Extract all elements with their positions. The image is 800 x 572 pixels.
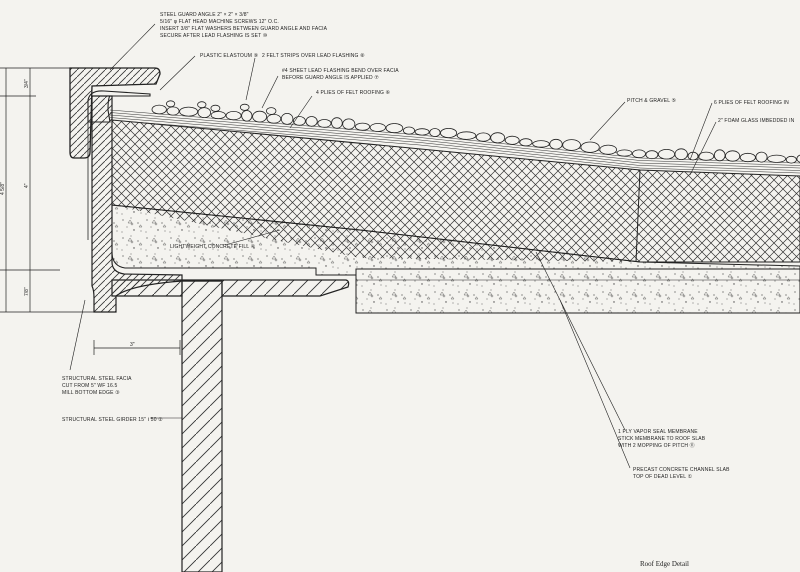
- svg-text:PRECAST CONCRETE CHANNEL SLAB: PRECAST CONCRETE CHANNEL SLAB: [633, 467, 730, 473]
- callout-precast-slab: PRECAST CONCRETE CHANNEL SLAB TOP OF DEA…: [633, 467, 730, 480]
- dim-facia-width: 3": [130, 342, 135, 348]
- leader-lines: [69, 23, 717, 469]
- dimension-lines: [0, 67, 181, 355]
- steel-facia: [91, 95, 183, 313]
- gravel-stone: [317, 119, 332, 128]
- callout-facia: STRUCTURAL STEEL FACIA CUT FROM 5" WF 16…: [62, 376, 132, 396]
- gravel-stone: [767, 154, 786, 163]
- gravel-stone: [197, 101, 207, 109]
- gravel-stone: [252, 110, 268, 123]
- gravel-stone: [241, 110, 253, 122]
- callout-guard-angle: STEEL GUARD ANGLE 2" × 2" × 3/8" 5/16" φ…: [160, 12, 328, 39]
- gravel-stone: [532, 140, 550, 148]
- gravel-stone: [580, 141, 600, 153]
- callout-4-plies-felt: 4 PLIES OF FELT ROOFING ⑥: [316, 90, 391, 96]
- gravel-stone: [549, 138, 563, 150]
- gravel-stone: [456, 131, 477, 140]
- gravel-stone: [402, 126, 415, 135]
- callout-6-plies-felt: 6 PLIES OF FELT ROOFING IN: [714, 100, 789, 106]
- gravel-stone: [796, 154, 800, 163]
- callout-lead-flashing: #4 SHEET LEAD FLASHING BEND OVER FACIA B…: [282, 68, 399, 81]
- gravel-stone: [725, 150, 741, 162]
- gravel-stone: [197, 107, 212, 118]
- gravel-stone: [342, 118, 356, 130]
- gravel-stone: [166, 106, 180, 116]
- steel-girder: [181, 280, 223, 572]
- callout-plastic-elastom: PLASTIC ELASTOUM ⑨: [200, 53, 259, 59]
- svg-text:SECURE AFTER LEAD FLASHING IS: SECURE AFTER LEAD FLASHING IS SET ⑩: [160, 33, 268, 39]
- dim-overall: 4 5/8": [0, 182, 6, 195]
- callout-pitch-gravel: PITCH & GRAVEL ⑤: [627, 98, 676, 104]
- gravel-stone: [504, 135, 520, 145]
- gravel-stone: [674, 148, 688, 161]
- svg-text:MILL BOTTOM EDGE ③: MILL BOTTOM EDGE ③: [62, 390, 120, 396]
- gravel-stone: [166, 100, 176, 108]
- gravel-stone: [599, 144, 617, 155]
- callout-vapor-seal: 1 PLY VAPOR SEAL MEMBRANE STICK MEMBRANE…: [618, 429, 706, 449]
- gravel-stone: [266, 114, 282, 124]
- dim-top: 3/4": [24, 79, 30, 88]
- svg-text:#4 SHEET LEAD FLASHING BEND OV: #4 SHEET LEAD FLASHING BEND OVER FACIA: [282, 68, 399, 74]
- svg-text:1 PLY VAPOR SEAL MEMBRANE: 1 PLY VAPOR SEAL MEMBRANE: [618, 429, 698, 435]
- gravel-stone: [713, 149, 726, 162]
- dim-bottom: 7/8": [24, 287, 30, 296]
- gravel-stone: [755, 151, 768, 163]
- gravel-stone: [210, 111, 226, 120]
- gravel-stone: [562, 139, 581, 151]
- gravel-stone: [429, 128, 441, 137]
- gravel-stone: [385, 123, 404, 134]
- gravel-stone: [490, 132, 506, 144]
- gravel-stone: [210, 104, 221, 112]
- guard-angle: [69, 67, 161, 159]
- gravel-stone: [687, 151, 699, 161]
- gravel-stone: [440, 127, 458, 138]
- svg-text:CUT FROM 5" WF 16.5: CUT FROM 5" WF 16.5: [62, 383, 117, 389]
- callout-foam-glass: 2" FOAM GLASS IMBEDDED IN: [718, 118, 795, 124]
- gravel-stone: [151, 104, 167, 115]
- svg-text:STICK MEMBRANE TO ROOF SLAB: STICK MEMBRANE TO ROOF SLAB: [618, 436, 706, 442]
- callout-girder: STRUCTURAL STEEL GIRDER 15" Ⅰ 50 ②: [62, 417, 163, 423]
- callout-felt-strips: 2 FELT STRIPS OVER LEAD FLASHING ⑧: [262, 53, 365, 59]
- gravel-stone: [658, 148, 676, 160]
- gravel-stone: [225, 111, 242, 121]
- svg-text:INSERT 3/8" FLAT WASHERS BETWE: INSERT 3/8" FLAT WASHERS BETWEEN GUARD A…: [160, 26, 328, 32]
- gravel-stone: [179, 106, 199, 117]
- gravel-stone: [645, 150, 659, 160]
- gravel-stone: [616, 149, 633, 157]
- svg-text:STEEL GUARD ANGLE 2" × 2" × 3/: STEEL GUARD ANGLE 2" × 2" × 3/8": [160, 12, 249, 18]
- svg-text:WITH 2 MOPPING OF PITCH ⑪: WITH 2 MOPPING OF PITCH ⑪: [618, 442, 695, 449]
- gravel-stone: [698, 151, 715, 161]
- precast-slab: [355, 268, 800, 314]
- dim-middle: 4": [24, 183, 30, 188]
- gravel-stone: [266, 107, 277, 115]
- gravel-stone: [354, 122, 370, 131]
- svg-text:5/16" φ FLAT HEAD MACHINE SCRE: 5/16" φ FLAT HEAD MACHINE SCREWS 12" O.C…: [160, 19, 279, 25]
- gravel-stone: [239, 103, 250, 111]
- gravel-stone: [739, 152, 756, 163]
- gravel-stone: [280, 113, 294, 125]
- drawing-caption: Roof Edge Detail: [640, 560, 689, 568]
- gravel-stone: [632, 149, 646, 159]
- gravel-stone: [331, 117, 343, 129]
- gravel-stone: [475, 132, 491, 142]
- gravel-stone: [519, 138, 533, 147]
- callout-lightweight-fill: LIGHTWEIGHT CONCRETE FILL ④: [170, 244, 256, 250]
- gravel-stone: [414, 128, 430, 136]
- svg-text:STRUCTURAL STEEL FACIA: STRUCTURAL STEEL FACIA: [62, 376, 132, 382]
- gravel-stone: [785, 155, 797, 164]
- svg-text:TOP OF DEAD LEVEL ①: TOP OF DEAD LEVEL ①: [633, 474, 693, 480]
- pitch-and-gravel: [151, 100, 800, 164]
- svg-text:BEFORE GUARD ANGLE IS APPLIED: BEFORE GUARD ANGLE IS APPLIED ⑦: [282, 75, 379, 81]
- gravel-stone: [305, 116, 318, 127]
- gravel-stone: [369, 123, 386, 132]
